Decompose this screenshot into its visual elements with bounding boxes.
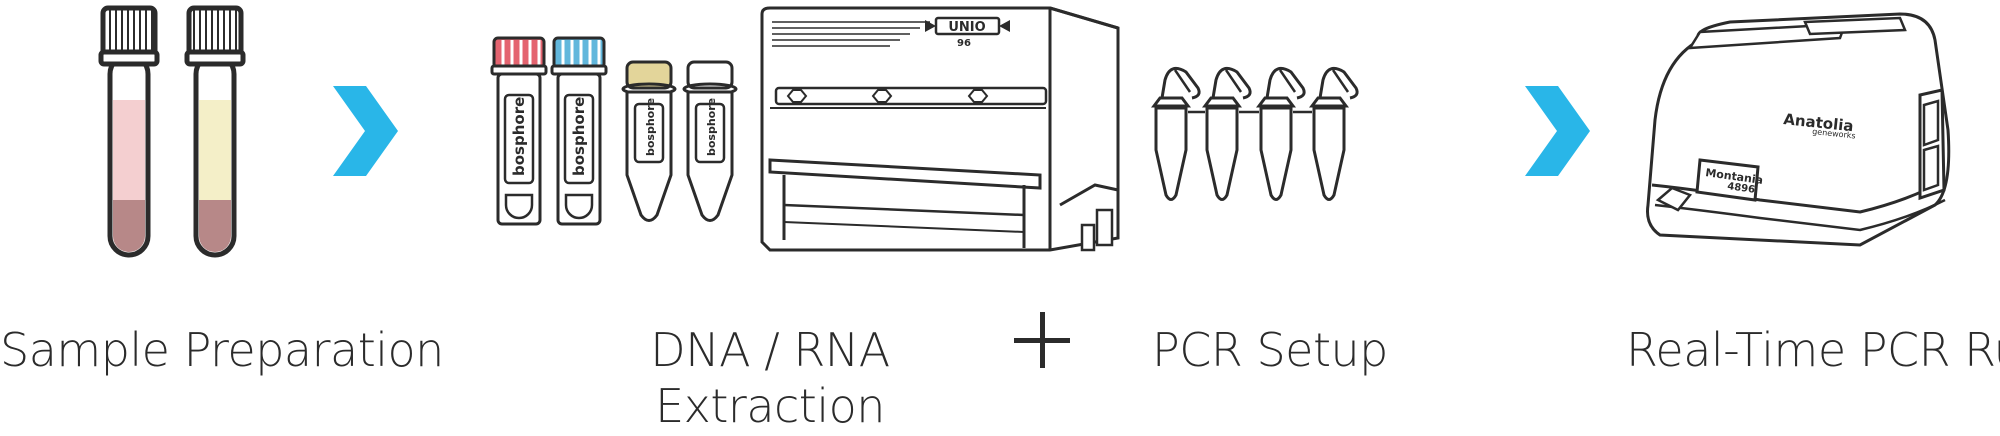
pcr-tube-icon (1202, 66, 1252, 201)
step-label-extraction: DNA / RNA Extraction (640, 322, 900, 434)
step-label-extraction-line1: DNA / RNA (650, 323, 890, 377)
conical-tube-white-icon: bosphore (682, 60, 738, 222)
blood-tube-pink-icon (98, 5, 160, 258)
reagent-tube-blue-icon: bosphore (550, 36, 608, 226)
tube-brand-label: bosphore (510, 97, 528, 176)
blood-tube-yellow-icon (184, 5, 246, 258)
step-label-sample-preparation: Sample Preparation (0, 323, 444, 377)
pcr-cycler-icon: Anatolia geneworks Montania 4896 (1646, 12, 1951, 247)
pcr-tube-icon (1256, 66, 1306, 201)
step-label-pcr-setup: PCR Setup (1152, 323, 1388, 377)
extractor-model: 96 (957, 38, 971, 49)
extraction-instrument-icon: UNIO 96 (760, 6, 1120, 252)
tube-brand-label: bosphore (570, 97, 588, 176)
extractor-name: UNIO (948, 20, 985, 35)
cycler-model: 4896 (1727, 181, 1756, 196)
pcr-tube-icon (1309, 66, 1359, 201)
chevron-right-icon (1525, 86, 1590, 176)
step-label-extraction-line2: Extraction (655, 379, 885, 433)
step-label-real-time-pcr-run: Real-Time PCR Run (1626, 323, 2000, 377)
reagent-tube-red-icon: bosphore (490, 36, 548, 226)
chevron-right-icon (333, 86, 398, 176)
conical-tube-gold-icon: bosphore (621, 60, 677, 222)
plus-icon (1014, 312, 1070, 368)
tube-brand-label: bosphore (705, 98, 718, 156)
tube-brand-label: bosphore (644, 98, 657, 156)
pcr-tube-icon (1151, 66, 1201, 201)
